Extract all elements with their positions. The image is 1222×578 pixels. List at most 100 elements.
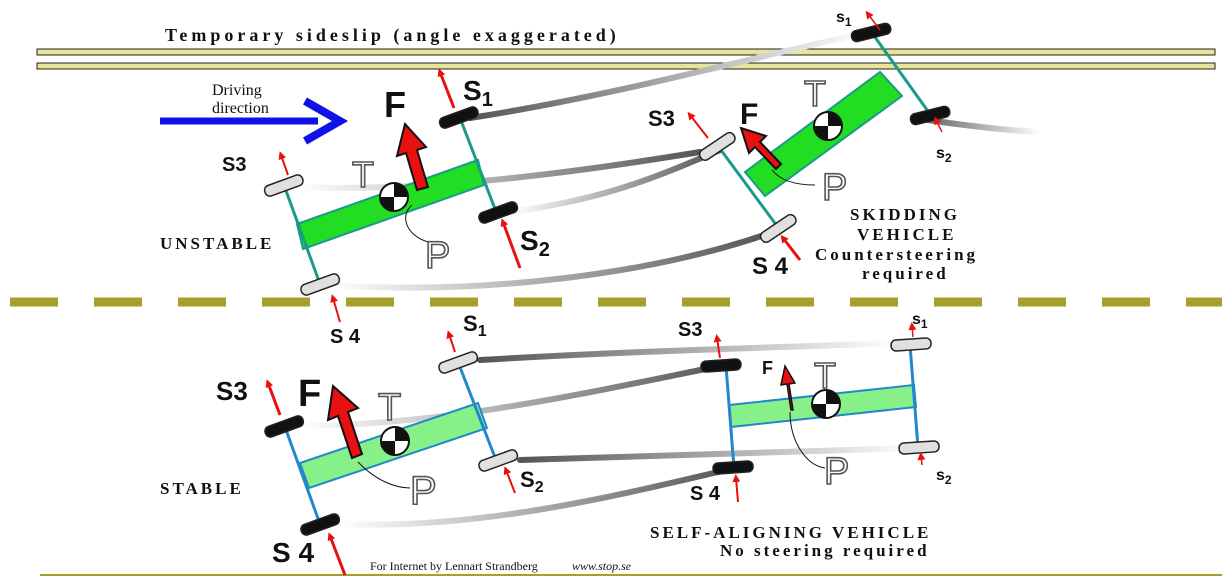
wheel-tracks <box>297 29 1043 528</box>
unstable-force-label: F <box>384 84 406 125</box>
unstable-wheel-s2 <box>478 201 519 224</box>
self-aligning-s4-label: S 4 <box>690 483 721 505</box>
stable-force-arrow <box>326 384 364 460</box>
self-aligning-wheel-s4 <box>712 460 754 475</box>
self-aligning-force-label: F <box>762 358 773 378</box>
skidding-s3-label: S3 <box>648 106 675 131</box>
self-aligning-wheel-s2 <box>898 440 940 455</box>
unstable-force-arrow <box>395 121 430 192</box>
driving-direction: Driving direction <box>160 82 349 145</box>
self-aligning-vehicle: SELF-ALIGNING VEHICLE No steering requir… <box>650 311 952 560</box>
self-aligning-wheel-s3 <box>700 358 742 373</box>
credit-text: For Internet by Lennart Strandberg <box>370 559 538 573</box>
unstable-s1-force <box>437 68 456 109</box>
skidding-com-label: T <box>804 73 826 114</box>
stable-label: STABLE <box>160 479 244 498</box>
skidding-s1-label: s1 <box>836 9 852 29</box>
unstable-wheel-s1 <box>438 106 479 129</box>
skidding-s1-force <box>865 10 881 31</box>
unstable-wheel-s3 <box>263 174 304 197</box>
self-aligning-s2-subscript: 2 <box>945 473 952 487</box>
unstable-com-icon <box>379 182 409 212</box>
skidding-pivot-label: P <box>822 167 847 209</box>
skidding-force-label: F <box>740 98 758 131</box>
unstable-s2-label: S2 <box>520 225 550 261</box>
self-aligning-s3-label: S3 <box>678 319 702 341</box>
skidding-s2-force <box>934 116 943 133</box>
self-aligning-s3-force <box>713 334 722 359</box>
skidding-line1: SKIDDING <box>850 205 960 224</box>
stable-s2-force <box>503 466 516 494</box>
unstable-label: UNSTABLE <box>160 234 274 253</box>
skidding-force-arrow <box>739 126 783 171</box>
skidding-rear-axle <box>716 145 782 231</box>
unstable-s1-letter: S <box>463 75 482 106</box>
skidding-wheel-s1 <box>850 22 892 43</box>
unstable-pivot-line <box>405 204 429 243</box>
skidding-s4-force <box>780 234 802 261</box>
stable-s1-force <box>446 330 456 353</box>
stable-s3-force <box>265 379 282 416</box>
self-aligning-s1-subscript: 1 <box>921 317 928 331</box>
stable-pivot-label: P <box>410 469 437 513</box>
skidding-s3-force <box>687 111 709 139</box>
skidding-s4-label: S 4 <box>752 253 789 280</box>
self-aligning-wheel-s1 <box>890 337 932 352</box>
stable-force-label: F <box>298 373 321 415</box>
self-aligning-s4-force <box>732 474 741 503</box>
self-aligning-front-axle <box>908 344 920 448</box>
diagram-title: Temporary sideslip (angle exaggerated) <box>165 25 620 46</box>
stable-wheel-s4 <box>300 513 341 536</box>
skidding-line3: Countersteering <box>815 245 978 264</box>
stable-wheel-s3 <box>264 415 305 438</box>
skidding-s2-label: s2 <box>936 145 952 165</box>
skidding-wheel-s2 <box>909 105 951 126</box>
self-aligning-s2-letter: s <box>936 467 945 484</box>
skidding-front-axle <box>870 32 932 115</box>
unstable-rear-axle <box>283 187 322 285</box>
self-aligning-line2: No steering required <box>720 541 930 560</box>
driving-direction-arrowhead <box>303 97 349 145</box>
stable-com-label: T <box>378 387 401 429</box>
unstable-s4-force <box>330 294 341 323</box>
skidding-line4: required <box>862 264 949 283</box>
self-aligning-force-arrow <box>780 363 797 411</box>
unstable-pivot-label: P <box>425 235 450 277</box>
stable-s1-letter: S <box>463 311 478 336</box>
self-aligning-com-icon <box>811 389 841 419</box>
self-aligning-pivot-line <box>789 411 826 469</box>
unstable-front-axle <box>458 117 499 215</box>
skidding-wheel-s4 <box>759 213 797 243</box>
stable-pivot-line <box>357 461 411 489</box>
skidding-s2-letter: s <box>936 145 945 162</box>
stable-rear-axle <box>283 426 322 525</box>
unstable-wheel-s4 <box>300 273 341 296</box>
self-aligning-s2-force <box>917 452 926 466</box>
unstable-s2-letter: S <box>520 225 539 256</box>
stable-vehicle: STABLE F T P S3 S 4 S1 S2 <box>160 311 544 576</box>
self-aligning-rear-axle <box>724 365 736 469</box>
stable-wheel-s2 <box>478 449 519 472</box>
skidding-wheel-s3 <box>698 131 736 161</box>
unstable-s3-force <box>278 151 289 176</box>
credit-url: www.stop.se <box>572 559 632 573</box>
unstable-s2-force <box>500 218 522 269</box>
unstable-s2-subscript: 2 <box>539 239 550 261</box>
stable-s2-letter: S <box>520 467 535 492</box>
stable-s1-subscript: 1 <box>478 323 487 340</box>
stable-wheel-s1 <box>438 351 479 374</box>
unstable-vehicle: UNSTABLE F T P S3 S 4 S1 S2 <box>160 68 550 348</box>
unstable-com-label: T <box>352 154 374 195</box>
skidding-line2: VEHICLE <box>857 225 956 244</box>
self-aligning-com-label: T <box>814 355 836 396</box>
stable-s2-label: S2 <box>520 467 544 496</box>
skidding-pivot-line <box>771 169 816 186</box>
unstable-s3-label: S3 <box>222 154 246 176</box>
skidding-vehicle: SKIDDING VEHICLE Countersteering require… <box>648 9 978 283</box>
skidding-s1-subscript: 1 <box>845 15 852 29</box>
unstable-s1-subscript: 1 <box>482 89 493 111</box>
skidding-s1-letter: s <box>836 9 845 26</box>
stable-s4-force <box>327 532 347 576</box>
stable-s2-subscript: 2 <box>535 479 544 496</box>
